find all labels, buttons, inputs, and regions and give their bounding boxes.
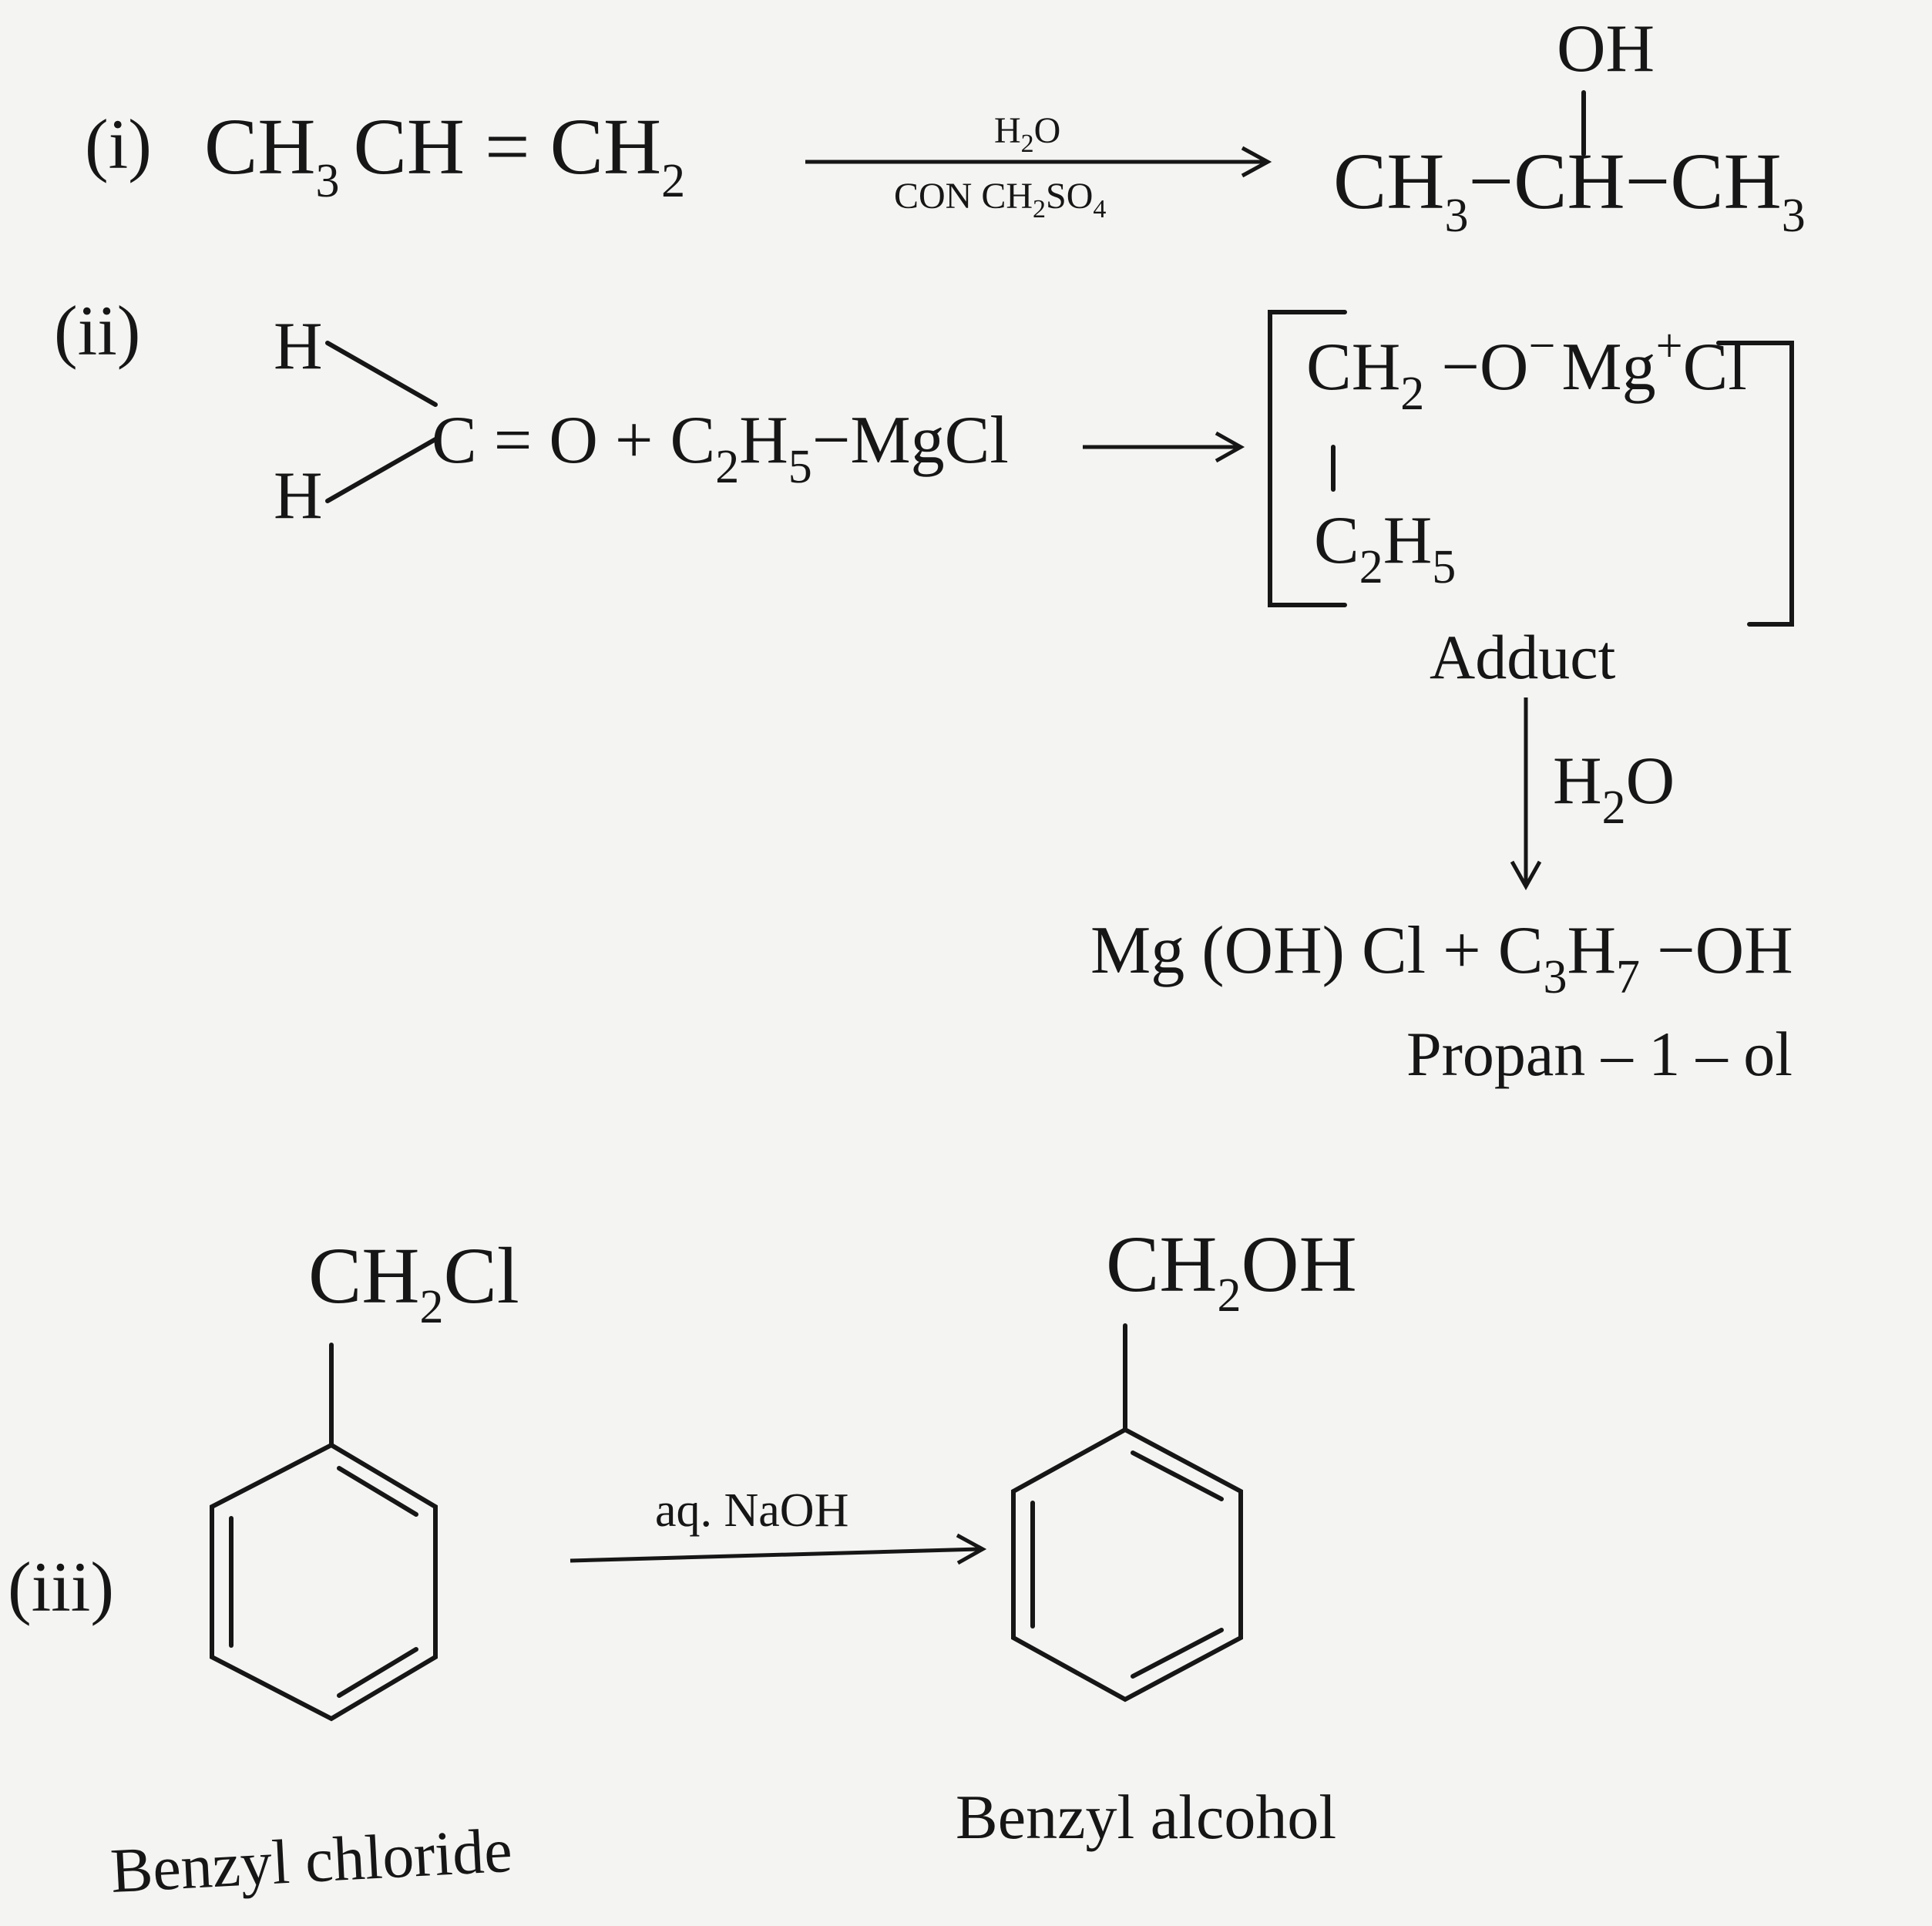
bracket-right: [1716, 341, 1794, 627]
formaldehyde-h-bottom: H: [274, 459, 323, 533]
ring-double-bond-right-1: [1131, 1450, 1224, 1501]
propanol-equation: Mg (OH) Cl + C3H7 −OH: [1090, 913, 1793, 1003]
h-c-bond-top: [325, 341, 438, 407]
adduct-ethyl: C2H5: [1314, 503, 1456, 593]
benzene-ring-left: [210, 1442, 438, 1722]
ring-double-bond-right-3: [1131, 1628, 1224, 1679]
label-i: (i): [85, 105, 152, 183]
adduct-top-line: CH2 −O−Mg+Cl: [1306, 320, 1747, 420]
arrow-iii: [570, 1547, 979, 1563]
hydroxymethyl-group: CH2OH: [1106, 1220, 1357, 1322]
ring-double-bond-left-1: [337, 1466, 418, 1517]
reagent-naoh: aq. NaOH: [655, 1484, 848, 1537]
arrow-ii-head: [1215, 431, 1245, 463]
benzyl-chloride-name: Benzyl chloride: [109, 1815, 513, 1906]
isopropanol-formula: CH3−CH−CH3: [1333, 137, 1806, 242]
label-iii: (iii): [8, 1548, 114, 1626]
grignard-equation: C = O + C2H5−MgCl: [432, 403, 1009, 493]
adduct-label: Adduct: [1430, 622, 1616, 692]
benzyl-alcohol-name: Benzyl alcohol: [956, 1782, 1336, 1852]
arrow-i-head: [1241, 146, 1272, 178]
propanol-name: Propan – 1 – ol: [1406, 1019, 1793, 1089]
reagent-acid: CON CH2SO4: [894, 176, 1106, 224]
benzene-ring-right: [1011, 1427, 1243, 1702]
ring-double-bond-left-3: [337, 1647, 418, 1698]
arrow-iii-head: [956, 1533, 987, 1565]
label-ii: (ii): [54, 291, 140, 370]
reagent-water: H2O: [994, 110, 1060, 158]
hydrolysis-reagent: H2O: [1553, 744, 1675, 834]
chloromethyl-group: CH2Cl: [308, 1232, 519, 1333]
reaction-ii: (ii) H H C = O + C2H5−MgCl CH2 −O−Mg+Cl …: [54, 291, 1794, 1089]
arrow-hydrolysis-head: [1510, 860, 1542, 891]
formaldehyde-h-top: H: [274, 309, 323, 384]
ring-outline-right: [1011, 1427, 1243, 1702]
bracket-left: [1268, 310, 1347, 607]
reaction-iii: (iii) CH2Cl aq. NaOH CH2OH Benzyl chlori…: [8, 1220, 1357, 1906]
product-oh: OH: [1557, 12, 1655, 86]
ring-outline-left: [210, 1442, 438, 1722]
h-c-bond-bottom: [325, 437, 438, 503]
